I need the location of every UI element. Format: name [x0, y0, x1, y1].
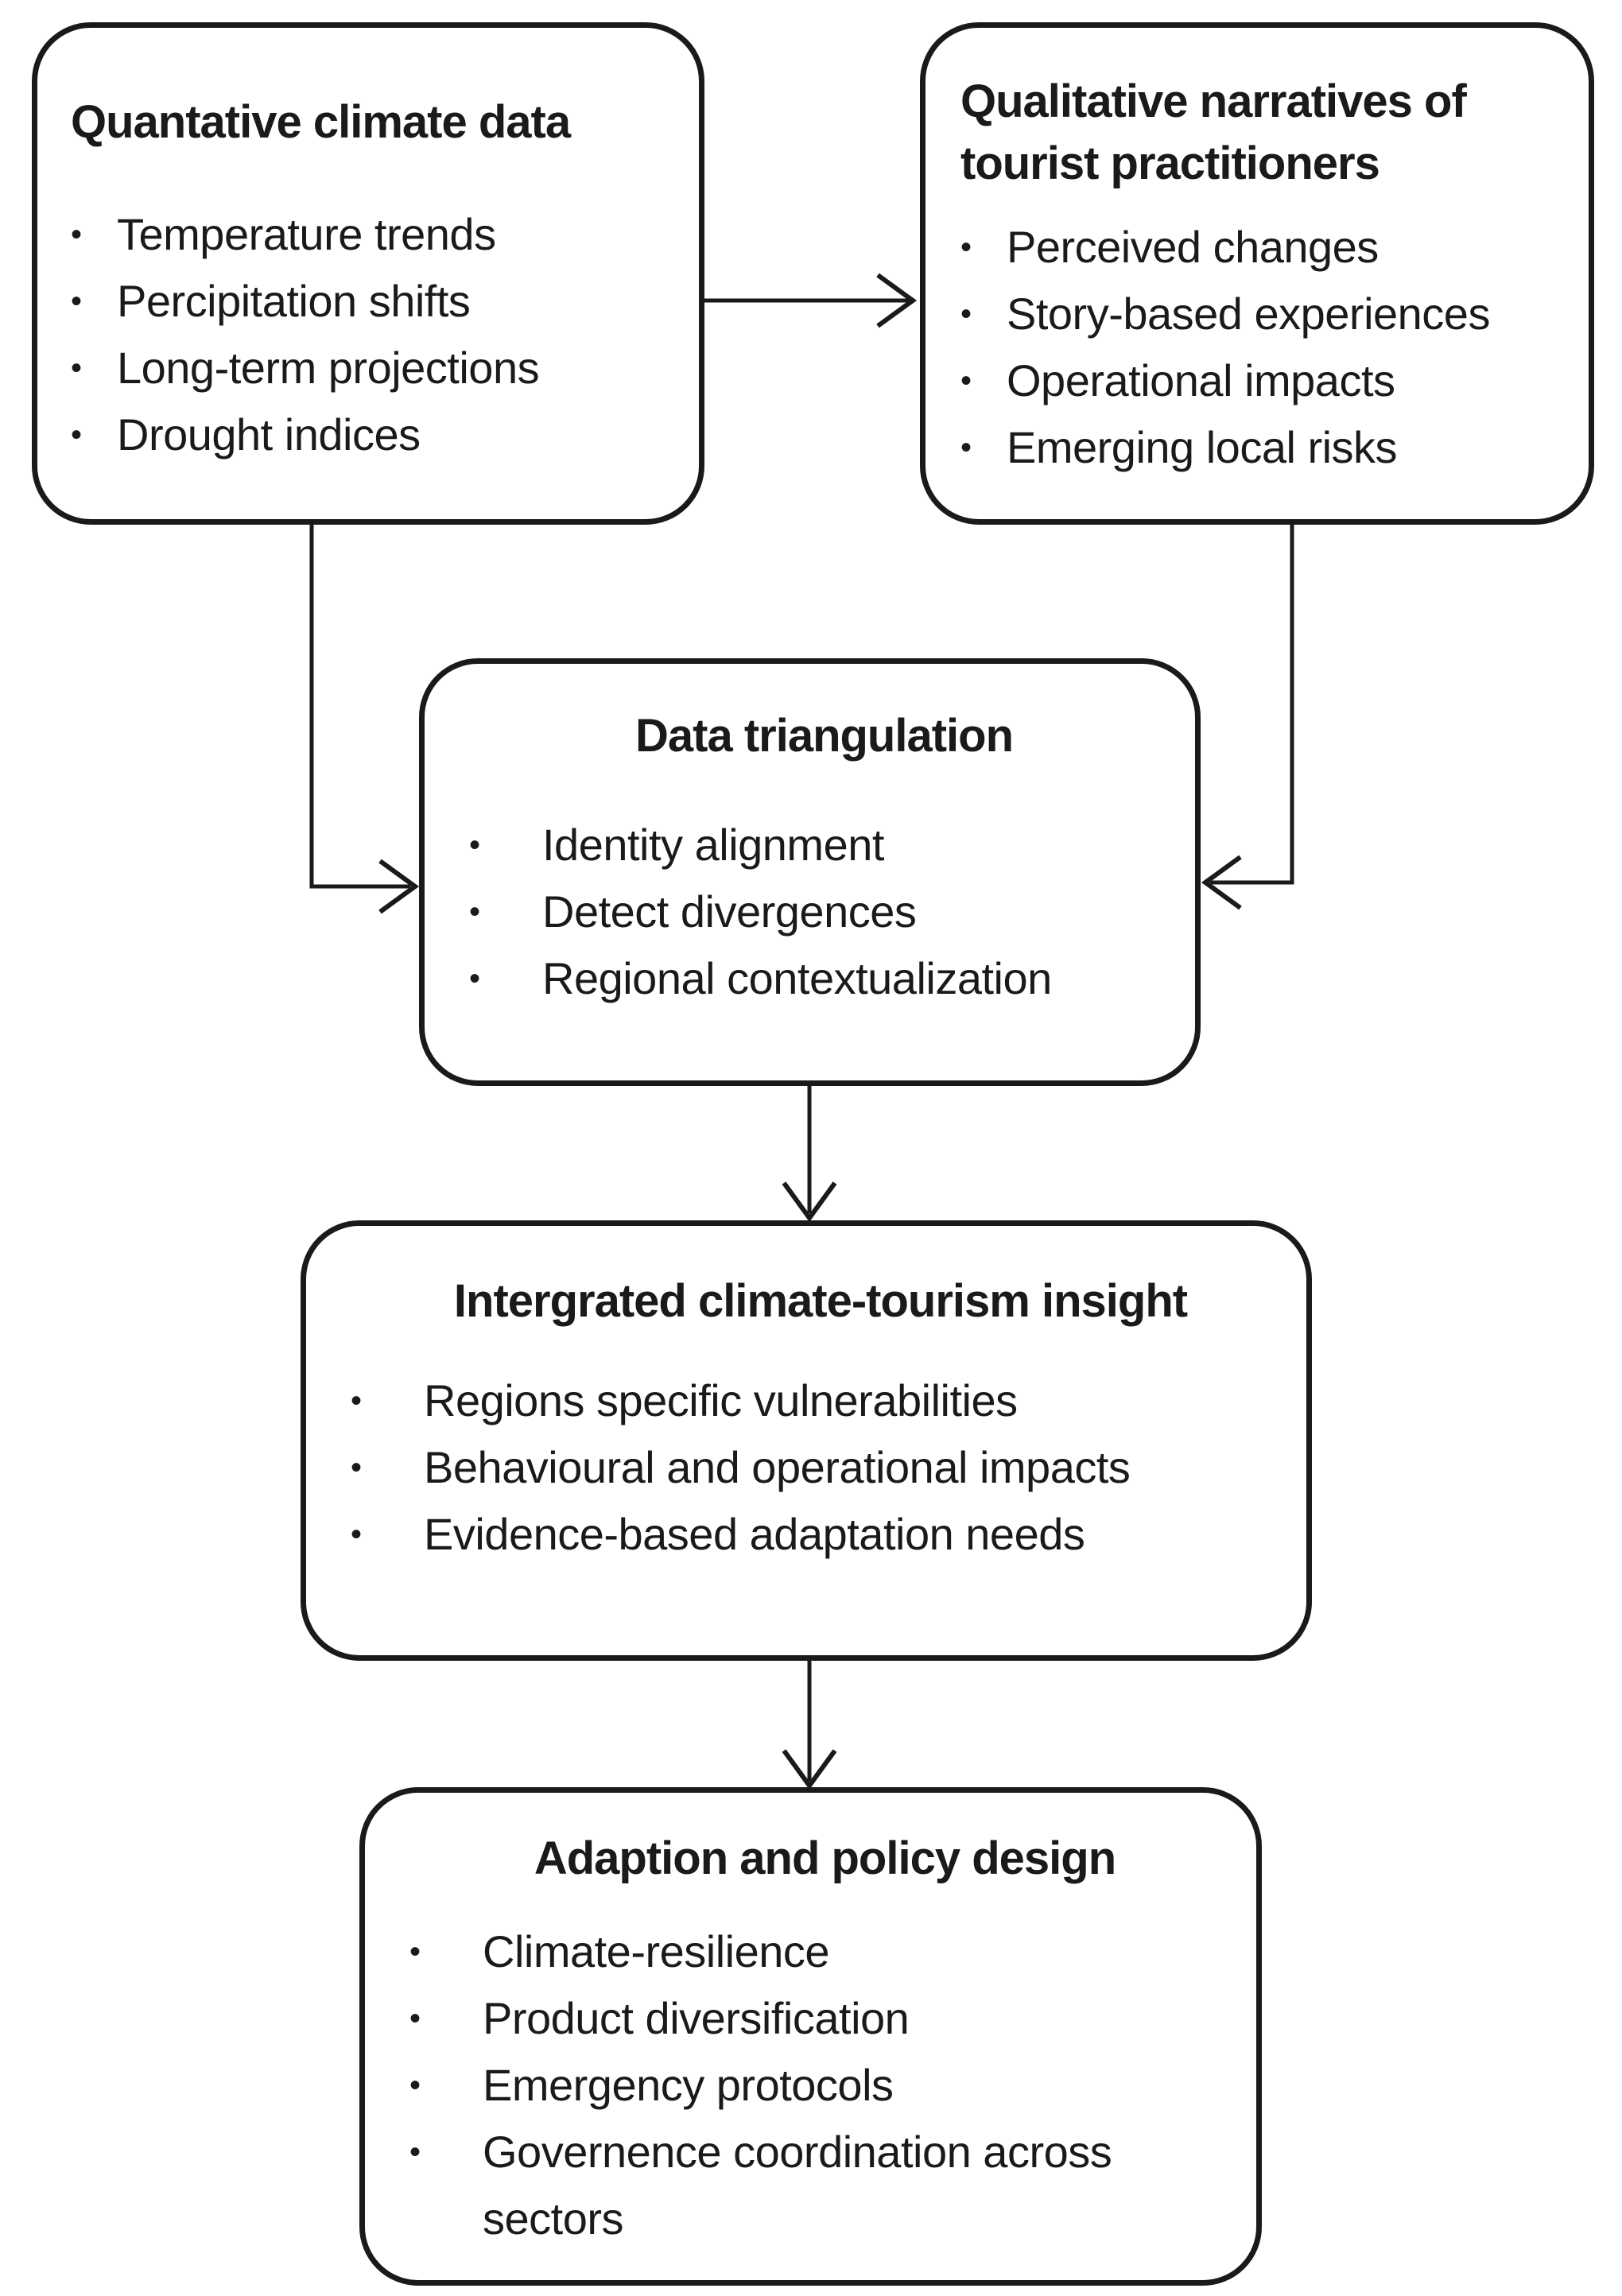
arrow-shaft: [309, 522, 410, 889]
list-item-text: Percipitation shifts: [117, 276, 471, 326]
bullet-list: • Regions specific vulnerabilities • Beh…: [351, 1367, 1290, 1568]
list-item-text: Regional contextualization: [542, 953, 1052, 1003]
list-item: • Drought indices: [71, 401, 683, 468]
bullet-icon: •: [351, 1383, 362, 1418]
bullet-icon: •: [351, 1517, 362, 1552]
bullet-icon: •: [409, 2068, 421, 2103]
arrow-quantitative-to-qualitative: [703, 273, 918, 328]
box-title: Qualitative narratives of tourist practi…: [960, 76, 1467, 189]
bullet-icon: •: [960, 230, 972, 265]
list-item: • Percipitation shifts: [71, 268, 683, 335]
list-item: • Regions specific vulnerabilities: [351, 1367, 1290, 1434]
bullet-icon: •: [409, 2135, 421, 2170]
bullet-icon: •: [71, 284, 82, 319]
list-item: • Detect divergences: [469, 878, 1179, 945]
bullet-icon: •: [71, 351, 82, 386]
arrow-qualitative-to-triangulation: [1201, 522, 1294, 910]
box-quantitative-climate-data: Quantative climate data • Temperature tr…: [32, 22, 704, 525]
box-integrated-insight: Intergrated climate-tourism insight • Re…: [301, 1220, 1312, 1661]
bullet-list: • Temperature trends • Percipitation shi…: [71, 201, 683, 468]
bullet-list: • Identity alignment • Detect divergence…: [469, 812, 1179, 1012]
list-item-text: Drought indices: [117, 409, 421, 460]
list-item: • Regional contextualization: [469, 945, 1179, 1012]
list-item: • Product diversification: [409, 1985, 1240, 2052]
list-item-text: Emergency protocols: [483, 2060, 894, 2110]
arrowhead-right-icon: [876, 273, 918, 328]
list-item-text: Evidence-based adaptation needs: [424, 1509, 1085, 1559]
list-item-text: Identity alignment: [542, 820, 884, 870]
arrow-quantitative-to-triangulation: [309, 522, 420, 914]
list-item: • Climate-resilience: [409, 1918, 1240, 1985]
list-item-text: Regions specific vulnerabilities: [424, 1375, 1018, 1425]
list-item: • Emergency protocols: [409, 2052, 1240, 2119]
box-title: Intergrated climate-tourism insight: [453, 1275, 1188, 1327]
list-item: • Evidence-based adaptation needs: [351, 1501, 1290, 1568]
bullet-icon: •: [409, 2001, 421, 2036]
bullet-icon: •: [469, 961, 480, 996]
bullet-list: • Perceived changes • Story-based experi…: [960, 214, 1573, 481]
list-item-text: Emerging local risks: [1007, 422, 1398, 472]
bullet-icon: •: [469, 828, 480, 863]
list-item: • Operational impacts: [960, 347, 1573, 414]
bullet-icon: •: [960, 363, 972, 398]
arrowhead-down-icon: [782, 1749, 837, 1790]
bullet-icon: •: [409, 1934, 421, 1969]
list-item-text: Perceived changes: [1007, 222, 1379, 272]
arrow-triangulation-to-insight: [782, 1084, 837, 1223]
arrowhead-right-icon: [378, 859, 420, 914]
bullet-list: • Climate-resilience • Product diversifi…: [409, 1918, 1240, 2252]
box-title: Quantative climate data: [71, 96, 571, 148]
list-item: • Story-based experiences: [960, 281, 1573, 347]
arrowhead-down-icon: [782, 1181, 837, 1223]
arrow-shaft: [1210, 522, 1294, 885]
list-item: • Perceived changes: [960, 214, 1573, 281]
bullet-icon: •: [960, 430, 972, 465]
bullet-icon: •: [71, 217, 82, 252]
box-adaptation-policy-design: Adaption and policy design • Climate-res…: [359, 1787, 1262, 2286]
list-item-text: Operational impacts: [1007, 355, 1395, 405]
arrowhead-left-icon: [1201, 855, 1242, 910]
list-item-text: Product diversification: [483, 1993, 910, 2043]
box-data-triangulation: Data triangulation • Identity alignment …: [419, 658, 1201, 1086]
list-item-text: Detect divergences: [542, 886, 917, 937]
list-item-text: Behavioural and operational impacts: [424, 1442, 1131, 1492]
list-item: • Governence coordination across sectors: [409, 2119, 1240, 2252]
list-item: • Emerging local risks: [960, 414, 1573, 481]
box-qualitative-narratives: Qualitative narratives of tourist practi…: [920, 22, 1594, 525]
list-item-text: Governence coordination across sectors: [483, 2127, 1112, 2244]
list-item: • Identity alignment: [469, 812, 1179, 878]
bullet-icon: •: [71, 417, 82, 452]
list-item: • Temperature trends: [71, 201, 683, 268]
list-item: • Long-term projections: [71, 335, 683, 401]
list-item-text: Climate-resilience: [483, 1926, 830, 1976]
bullet-icon: •: [351, 1450, 362, 1485]
list-item-text: Long-term projections: [117, 343, 540, 393]
box-title: Data triangulation: [634, 710, 1014, 762]
list-item-text: Story-based experiences: [1007, 289, 1490, 339]
list-item: • Behavioural and operational impacts: [351, 1434, 1290, 1501]
box-title: Adaption and policy design: [534, 1833, 1116, 1884]
list-item-text: Temperature trends: [117, 209, 496, 259]
arrow-insight-to-policy: [782, 1659, 837, 1790]
bullet-icon: •: [469, 894, 480, 929]
bullet-icon: •: [960, 297, 972, 332]
